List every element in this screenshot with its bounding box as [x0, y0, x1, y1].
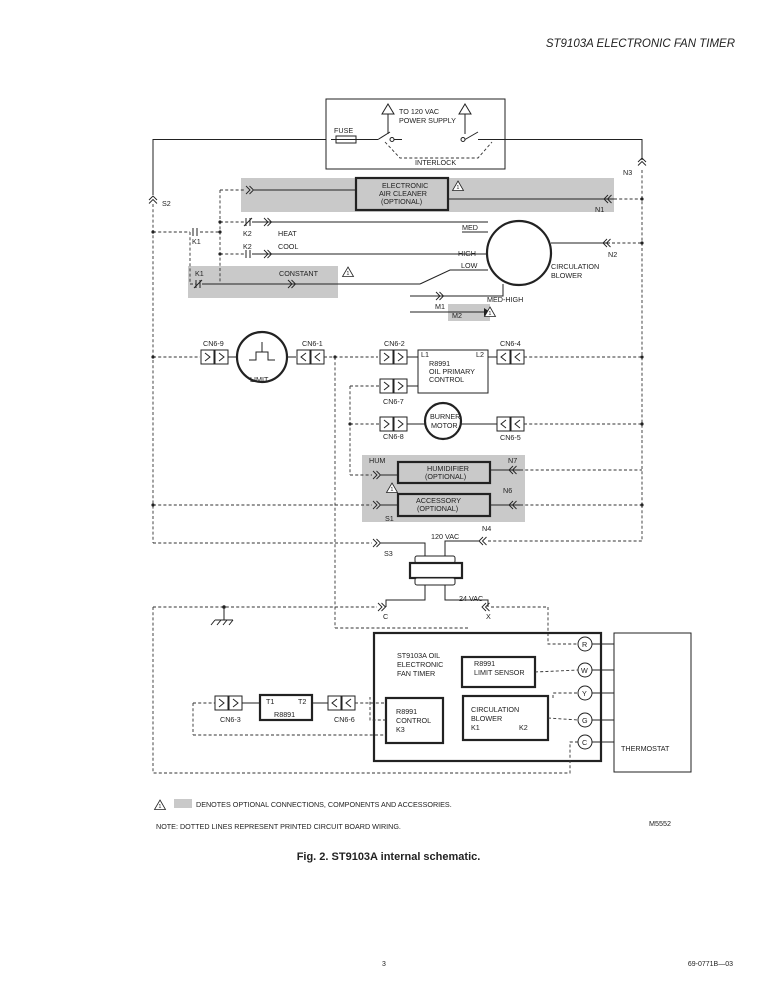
burner-motor	[423, 401, 463, 441]
svg-text:S2: S2	[162, 199, 171, 208]
svg-text:S3: S3	[384, 549, 393, 558]
svg-text:N1: N1	[595, 205, 604, 214]
svg-text:N4: N4	[482, 524, 491, 533]
svg-text:CN6-9: CN6-9	[203, 339, 224, 348]
svg-text:R8891: R8891	[274, 710, 295, 719]
document-header: ST9103A ELECTRONIC FAN TIMER	[545, 38, 735, 50]
figure-id: M5552	[649, 819, 671, 828]
svg-text:N3: N3	[623, 168, 632, 177]
svg-text:M2: M2	[452, 311, 462, 320]
svg-text:K1: K1	[192, 237, 201, 246]
svg-text:CN6-3: CN6-3	[220, 715, 241, 724]
legend-gray-swatch	[174, 799, 192, 808]
svg-text:X: X	[486, 612, 491, 621]
svg-text:CN6-6: CN6-6	[334, 715, 355, 724]
svg-text:MED: MED	[462, 223, 478, 232]
ground-symbol	[210, 607, 234, 626]
page-number: 3	[382, 961, 386, 968]
svg-text:S1: S1	[385, 514, 394, 523]
svg-text:T1: T1	[266, 697, 274, 706]
svg-text:R: R	[582, 640, 587, 649]
neutral-rail	[505, 139, 643, 160]
svg-text:K1: K1	[471, 723, 480, 732]
thermostat-box	[613, 632, 692, 773]
accessory-label: ACCESSORY(OPTIONAL)	[416, 496, 461, 513]
oil-primary-control-box	[417, 349, 489, 394]
svg-text:L2: L2	[476, 350, 484, 359]
svg-text:K2: K2	[519, 723, 528, 732]
svg-text:C: C	[383, 612, 388, 621]
limit-switch	[235, 330, 289, 384]
svg-text:CN6-4: CN6-4	[500, 339, 521, 348]
svg-text:120 VAC: 120 VAC	[431, 532, 459, 541]
svg-text:CONSTANT: CONSTANT	[279, 269, 319, 278]
svg-text:L1: L1	[421, 350, 429, 359]
svg-text:M1: M1	[435, 302, 445, 311]
r8991-control-box	[384, 696, 445, 745]
svg-text:W: W	[581, 666, 588, 675]
humidifier-label: HUMIDIFIER(OPTIONAL)	[425, 464, 469, 481]
svg-text:COOL: COOL	[278, 242, 298, 251]
svg-text:CN6-8: CN6-8	[383, 432, 404, 441]
svg-text:N2: N2	[608, 250, 617, 259]
air-cleaner-box	[354, 176, 450, 212]
thermostat-terminal-c[interactable]: C	[577, 734, 593, 750]
svg-text:CN6-7: CN6-7	[383, 397, 404, 406]
svg-text:HUM: HUM	[369, 456, 385, 465]
svg-text:N7: N7	[508, 456, 517, 465]
svg-text:T2: T2	[298, 697, 306, 706]
transformer	[408, 561, 464, 580]
thermostat-terminal-w[interactable]: W	[577, 662, 593, 678]
svg-text:K2: K2	[243, 242, 252, 251]
svg-text:N6: N6	[503, 486, 512, 495]
doc-number: 69-0771B—03	[687, 961, 733, 968]
optional-region-constant	[188, 266, 338, 298]
fan-timer-board	[372, 631, 603, 763]
figure-caption: Fig. 2. ST9103A internal schematic.	[296, 851, 481, 863]
thermostat-label: THERMOSTAT	[621, 744, 670, 753]
svg-text:Y: Y	[582, 689, 587, 698]
svg-text:LOW: LOW	[461, 261, 478, 270]
power-supply-box	[325, 98, 506, 170]
svg-text:HEAT: HEAT	[278, 229, 297, 238]
svg-text:K1: K1	[195, 269, 204, 278]
svg-text:MED-HIGH: MED-HIGH	[487, 295, 523, 304]
svg-text:C: C	[582, 738, 587, 747]
thermostat-terminal-g[interactable]: G	[577, 712, 593, 728]
dotted-note: NOTE: DOTTED LINES REPRESENT PRINTED CIR…	[156, 822, 401, 831]
svg-text:HIGH: HIGH	[458, 249, 476, 258]
svg-text:CN6-1: CN6-1	[302, 339, 323, 348]
circulation-blower-motor	[485, 219, 553, 287]
r8891-box	[258, 693, 314, 722]
humidifier-box	[396, 460, 492, 485]
fuse-label: FUSE	[334, 126, 353, 135]
svg-text:LIMIT: LIMIT	[250, 375, 269, 384]
svg-text:K2: K2	[243, 229, 252, 238]
line-rail	[152, 139, 326, 195]
svg-text:CN6-5: CN6-5	[500, 433, 521, 442]
thermostat-terminal-r[interactable]: R	[577, 636, 593, 652]
svg-text:CN6-2: CN6-2	[384, 339, 405, 348]
svg-text:G: G	[582, 716, 588, 725]
legend-note: DENOTES OPTIONAL CONNECTIONS, COMPONENTS…	[196, 800, 452, 809]
thermostat-terminal-y[interactable]: Y	[577, 685, 593, 701]
svg-text:24 VAC: 24 VAC	[459, 594, 483, 603]
interlock-label: INTERLOCK	[415, 158, 456, 167]
